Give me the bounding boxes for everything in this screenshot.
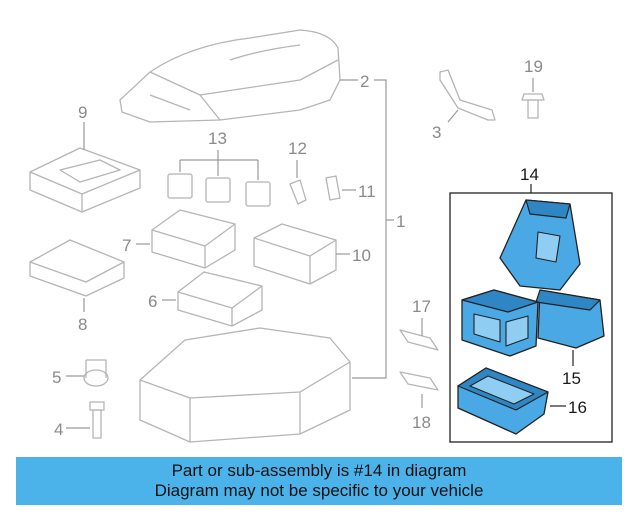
callout-3: 3 (432, 109, 459, 142)
callout-14: 14 (520, 165, 539, 193)
svg-text:11: 11 (358, 182, 376, 201)
svg-text:14: 14 (520, 165, 539, 184)
callout-12: 12 (288, 139, 307, 178)
part-18-connector[interactable] (399, 371, 439, 391)
part-13-relays[interactable] (167, 173, 271, 207)
callout-1: 1 (386, 212, 405, 231)
callout-18: 18 (412, 394, 431, 432)
callout-4: 4 (54, 420, 90, 439)
svg-text:19: 19 (524, 57, 543, 76)
svg-text:17: 17 (412, 297, 431, 316)
callout-1-bracket (352, 79, 387, 379)
part-4-bolt[interactable] (89, 401, 105, 439)
banner-line-1: Part or sub-assembly is #14 in diagram (171, 461, 467, 480)
callout-5: 5 (52, 368, 84, 387)
part-2-upper-cover[interactable] (119, 29, 341, 123)
part-10-block[interactable] (253, 223, 337, 285)
svg-text:9: 9 (78, 103, 87, 122)
part-6-block[interactable] (177, 271, 263, 327)
svg-text:13: 13 (208, 129, 227, 148)
parts-diagram: 2 1 3 19 9 13 (29, 29, 613, 443)
callout-9: 9 (78, 103, 87, 150)
svg-text:6: 6 (148, 292, 157, 311)
svg-text:18: 18 (412, 413, 431, 432)
part-15-fuse-box[interactable] (461, 199, 605, 357)
part-11-fuse[interactable] (325, 175, 341, 201)
callout-17: 17 (412, 297, 431, 336)
callout-11: 11 (342, 182, 376, 201)
callout-10: 10 (336, 246, 371, 265)
svg-text:12: 12 (288, 139, 307, 158)
part-17-connector[interactable] (399, 329, 439, 351)
callout-8: 8 (78, 298, 87, 334)
part-8-panel[interactable] (29, 239, 125, 297)
svg-text:4: 4 (54, 420, 63, 439)
svg-text:1: 1 (396, 212, 405, 231)
part-7-block[interactable] (151, 209, 236, 269)
svg-text:2: 2 (360, 72, 369, 91)
part-3-bracket[interactable] (439, 69, 496, 121)
info-banner: Part or sub-assembly is #14 in diagram D… (16, 457, 622, 505)
callout-7: 7 (122, 236, 150, 255)
part-12-fuse[interactable] (289, 179, 307, 205)
callout-19: 19 (524, 57, 543, 92)
svg-text:16: 16 (568, 398, 587, 417)
part-5-grommet[interactable] (83, 359, 109, 387)
svg-text:5: 5 (52, 368, 61, 387)
svg-text:7: 7 (122, 236, 131, 255)
banner-line-2: Diagram may not be specific to your vehi… (154, 481, 484, 500)
part-1-lower-case[interactable] (139, 327, 351, 443)
callout-16: 16 (550, 398, 587, 417)
svg-text:10: 10 (352, 246, 371, 265)
svg-text:8: 8 (78, 315, 87, 334)
callout-13: 13 (179, 129, 259, 180)
callout-6: 6 (148, 292, 176, 311)
part-9-panel[interactable] (29, 147, 141, 213)
svg-text:15: 15 (562, 369, 581, 388)
part-16-tray[interactable] (457, 367, 549, 435)
part-19-bolt[interactable] (521, 93, 545, 119)
callout-15: 15 (562, 350, 581, 388)
svg-text:3: 3 (432, 123, 441, 142)
callout-2: 2 (340, 72, 369, 91)
